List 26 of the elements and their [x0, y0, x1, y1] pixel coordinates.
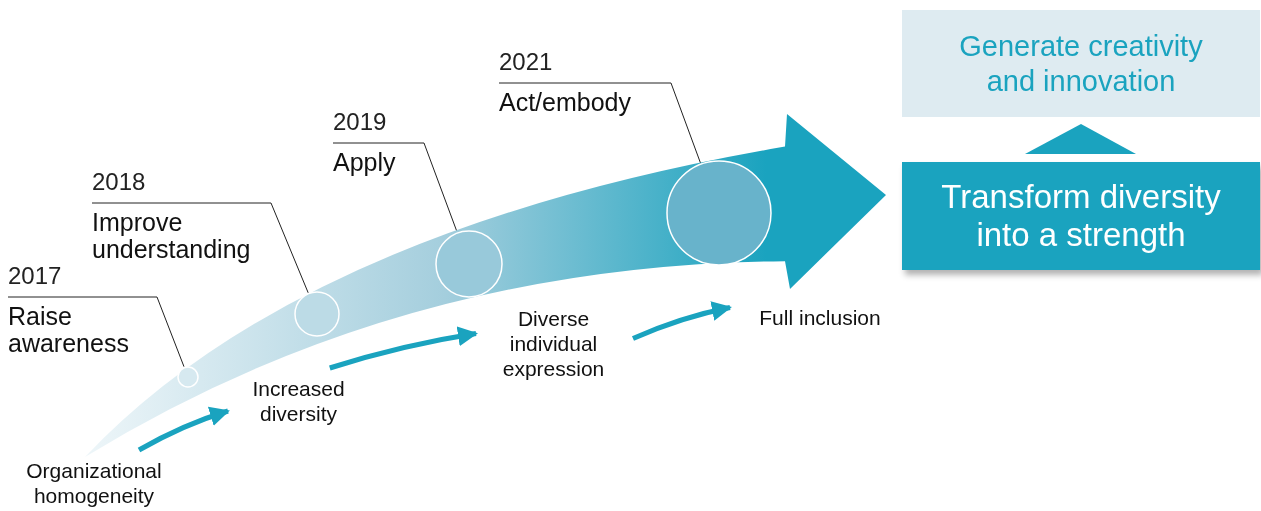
arrow: [329, 326, 478, 371]
year-label: 2019: [333, 107, 388, 137]
strategy-box: Transform diversity into a strength: [902, 162, 1260, 270]
year-label: 2017: [8, 261, 63, 291]
leader-line: [498, 82, 702, 164]
milestone-label: Act/embody: [499, 89, 632, 116]
goal-box: Generate creativity and innovation: [902, 10, 1260, 117]
stage-label: Diverse individual expression: [486, 306, 621, 381]
circle-marker: [294, 291, 340, 337]
year-label: 2021: [499, 47, 554, 77]
circle-marker: [177, 366, 199, 388]
leader-line: [332, 142, 458, 233]
circle-marker: [435, 230, 503, 298]
stage-label: Organizational homogeneity: [4, 458, 184, 508]
milestone-label: Improve understanding: [92, 209, 252, 263]
leader-line: [91, 202, 309, 294]
milestone-label: Apply: [333, 149, 397, 176]
arrow: [137, 406, 230, 453]
leader-line: [7, 296, 185, 368]
stage-label: Increased diversity: [236, 376, 361, 426]
arrow: [1025, 124, 1136, 154]
arrow: [632, 301, 732, 341]
year-label: 2018: [92, 167, 147, 197]
circle-marker: [666, 160, 772, 266]
milestone-label: Raise awareness: [8, 303, 130, 357]
stage-label: Full inclusion: [740, 305, 900, 330]
